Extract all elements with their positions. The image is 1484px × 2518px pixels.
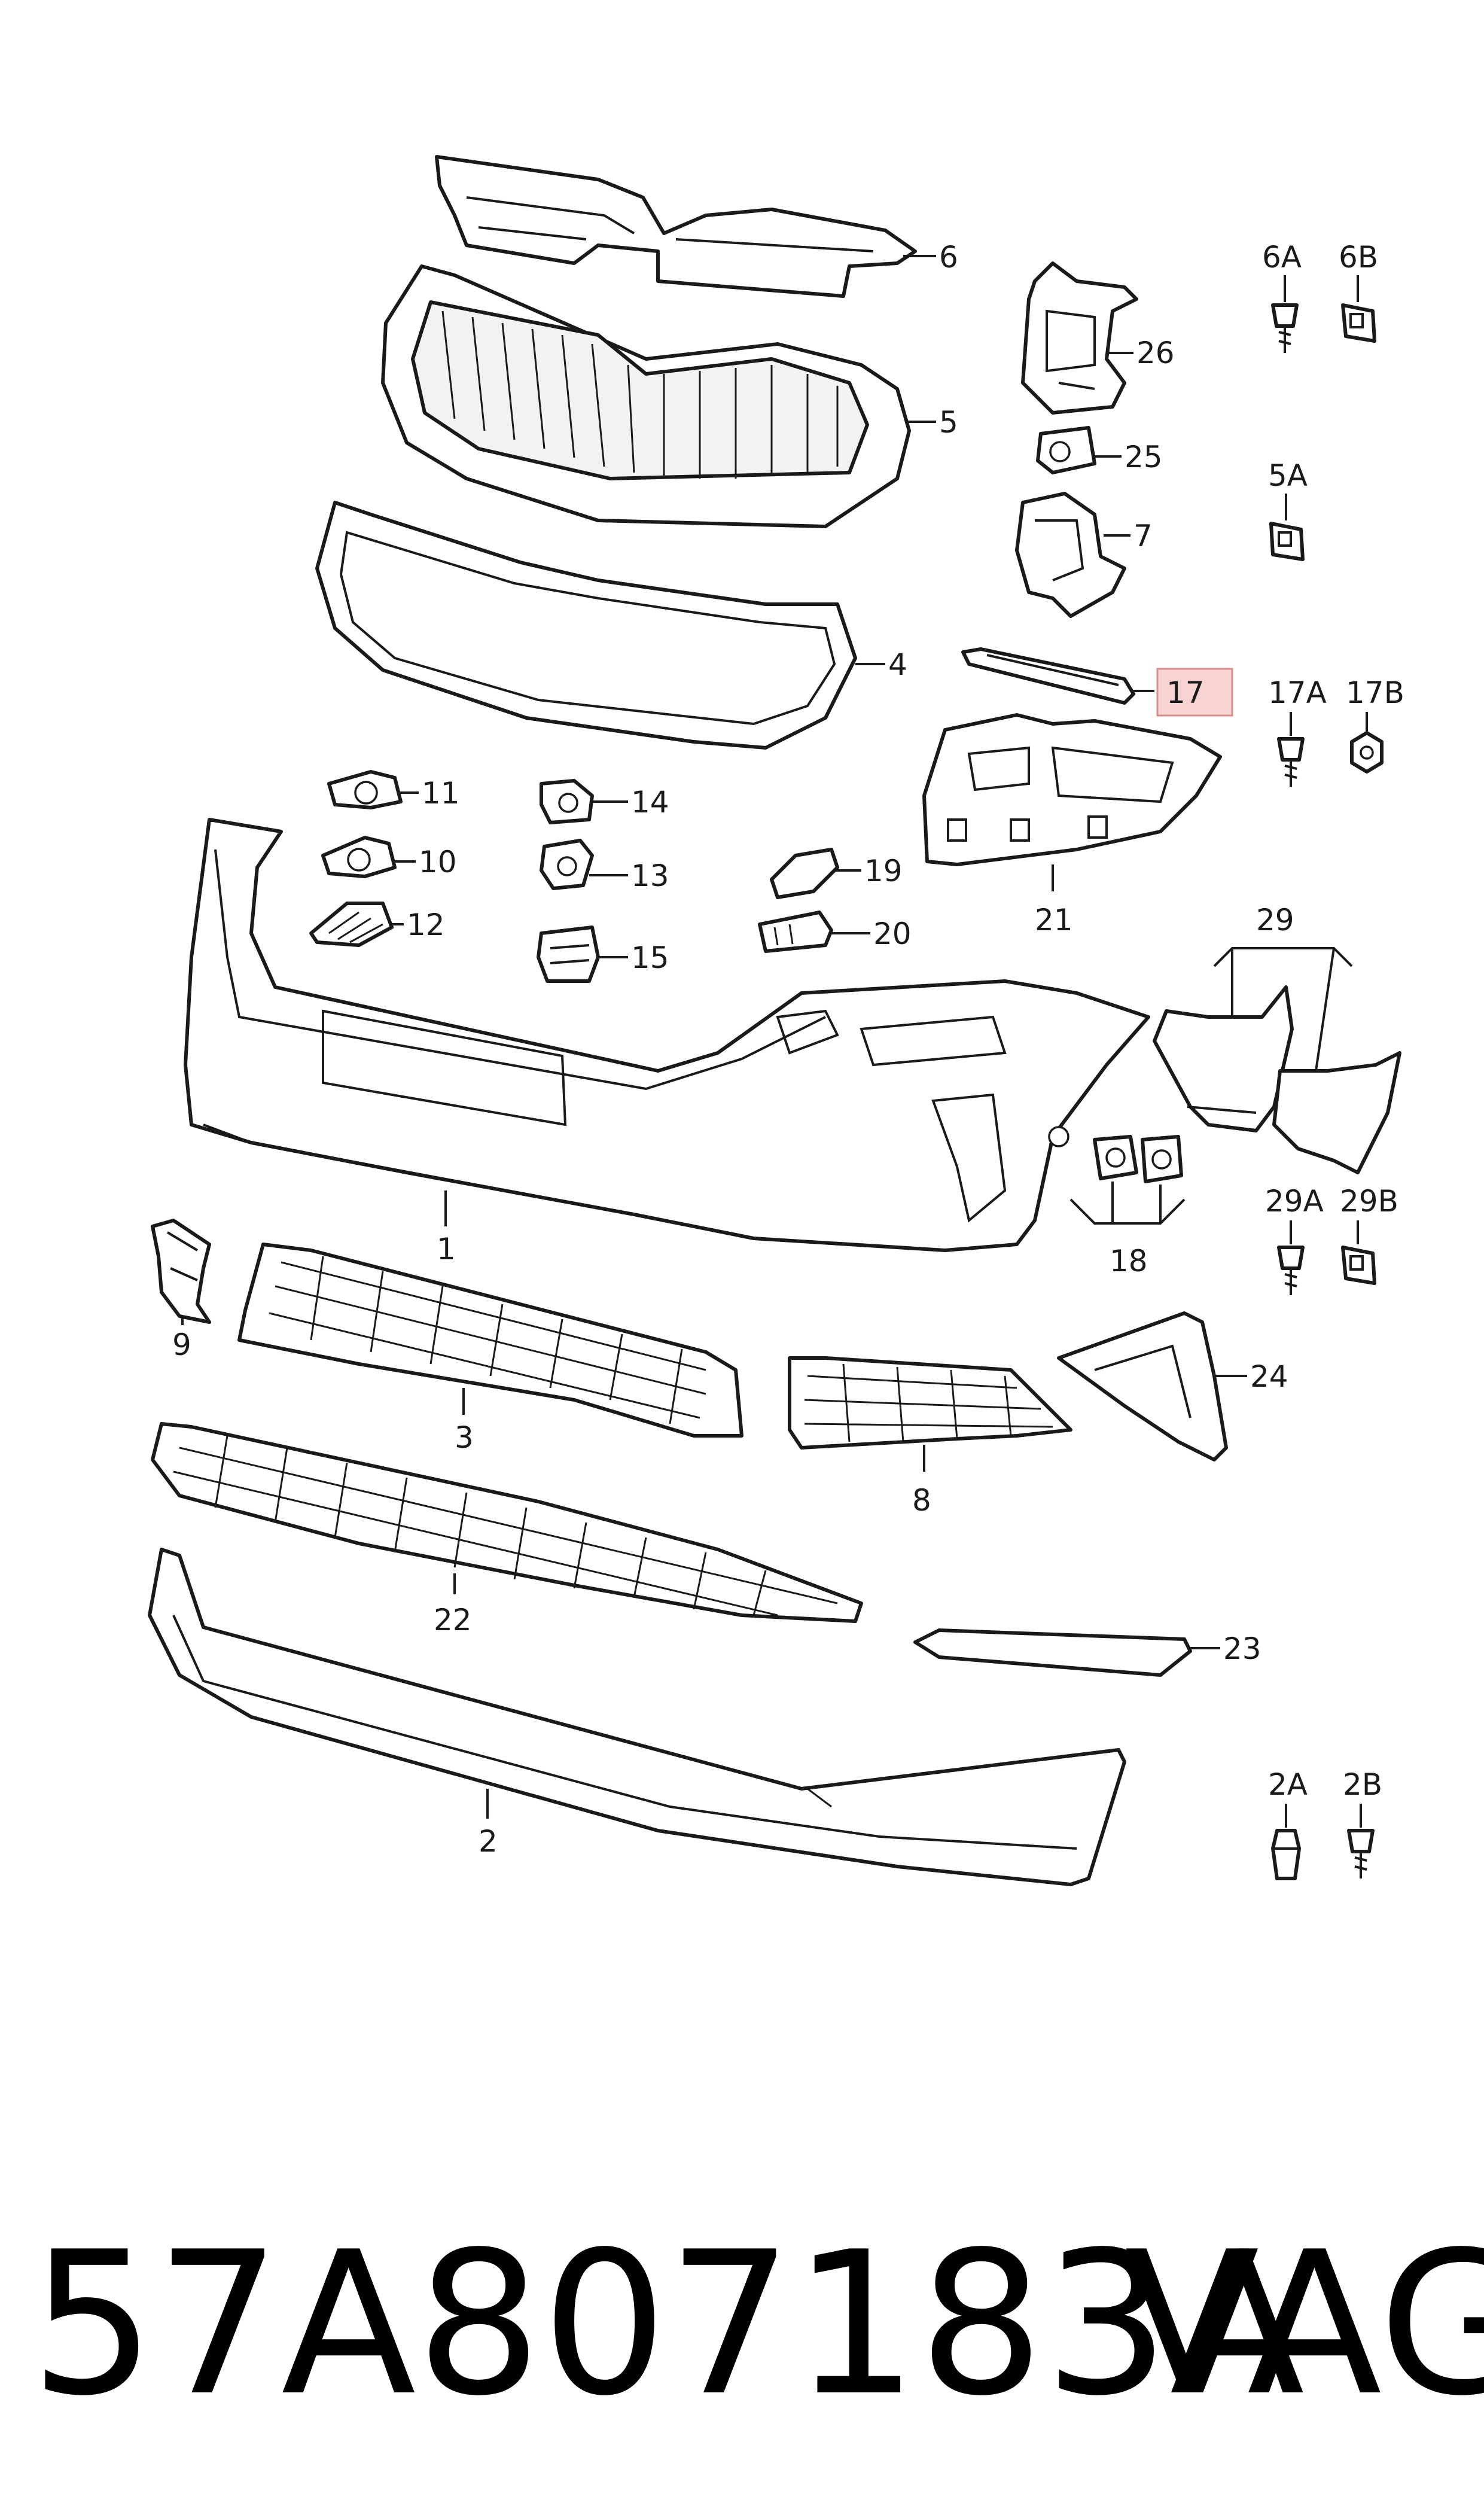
part-8-side-grille	[788, 1356, 1072, 1450]
callout-23: 23	[1223, 1631, 1261, 1666]
callout-13: 13	[631, 858, 669, 893]
callout-6B: 6B	[1339, 240, 1378, 275]
callout-2A: 2A	[1268, 1767, 1308, 1802]
nut-17B-icon	[1350, 712, 1384, 774]
part-2-lower-spoiler	[148, 1548, 1126, 1886]
callout-6A: 6A	[1262, 240, 1302, 275]
callout-29B: 29B	[1340, 1184, 1398, 1219]
callout-24: 24	[1250, 1359, 1288, 1394]
callout-5: 5	[939, 405, 958, 440]
part-29-left-trim	[1153, 985, 1294, 1132]
clip-6B-icon	[1341, 275, 1376, 343]
callout-19: 19	[864, 854, 903, 888]
part-7-bracket	[1015, 492, 1126, 618]
part-12-cover	[309, 902, 394, 947]
callout-15: 15	[631, 940, 669, 975]
part-19-tow-cover	[770, 848, 839, 899]
callout-2B: 2B	[1343, 1767, 1382, 1802]
part-number-label: 57A807183A	[30, 2209, 1305, 2439]
callout-20: 20	[873, 917, 912, 951]
callout-2: 2	[479, 1824, 498, 1859]
screw-2B-icon	[1347, 1804, 1375, 1878]
callout-22: 22	[434, 1603, 472, 1637]
callout-9: 9	[172, 1327, 191, 1362]
callout-10: 10	[419, 845, 457, 879]
part-9-bracket	[151, 1219, 211, 1324]
part-14-bracket	[540, 779, 594, 824]
brand-label: VAG	[1125, 2209, 1484, 2439]
callout-18: 18	[1110, 1244, 1148, 1278]
part-25-sensor	[1036, 426, 1096, 474]
part-20-tow-cover	[758, 911, 833, 953]
callout-14: 14	[631, 785, 669, 820]
part-15-bracket	[537, 925, 600, 983]
callout-26: 26	[1136, 336, 1175, 370]
part-18-sensor-holders	[1093, 1135, 1183, 1183]
callout-1: 1	[437, 1232, 456, 1266]
part-22-grille-insert	[151, 1422, 863, 1623]
part-11-cover	[327, 770, 403, 809]
callout-29: 29	[1256, 903, 1294, 937]
part-4-grille-frame	[315, 501, 857, 750]
part-24-corner-trim	[1057, 1311, 1228, 1462]
callout-17: 17	[1166, 675, 1205, 710]
callout-11: 11	[422, 776, 460, 811]
part-21-bumper-bracket	[922, 713, 1222, 866]
part-13-bracket	[540, 839, 594, 890]
part-3-lower-grille	[237, 1243, 743, 1438]
callout-17B: 17B	[1346, 675, 1404, 710]
part-10-cover	[321, 836, 397, 878]
clip-29B-icon	[1341, 1220, 1376, 1285]
part-5-front-grille	[381, 264, 911, 528]
part-29-right-trim	[1272, 1051, 1401, 1174]
callout-25: 25	[1125, 440, 1163, 474]
part-26-bracket	[1021, 261, 1138, 415]
callout-3: 3	[455, 1420, 474, 1455]
screw-17A-icon	[1277, 712, 1305, 787]
callout-17A: 17A	[1268, 675, 1327, 710]
part-17-strip	[961, 647, 1135, 705]
part-23-trim-strip	[913, 1628, 1192, 1677]
callout-21: 21	[1035, 903, 1073, 937]
clip-2A-icon	[1271, 1804, 1301, 1880]
part-1-bumper-cover	[184, 818, 1150, 1252]
screw-6A-icon	[1271, 275, 1299, 353]
callout-8: 8	[912, 1483, 931, 1518]
callout-29A: 29A	[1265, 1184, 1324, 1219]
callout-7: 7	[1133, 519, 1153, 553]
callout-12: 12	[407, 908, 445, 942]
callout-5A: 5A	[1268, 458, 1308, 493]
callout-4: 4	[888, 647, 907, 682]
callout-6: 6	[939, 240, 958, 275]
screw-29A-icon	[1277, 1220, 1305, 1295]
clip-5A-icon	[1269, 494, 1305, 561]
part-6-upper-carrier	[435, 155, 917, 298]
callout-17-highlight	[1156, 668, 1233, 717]
